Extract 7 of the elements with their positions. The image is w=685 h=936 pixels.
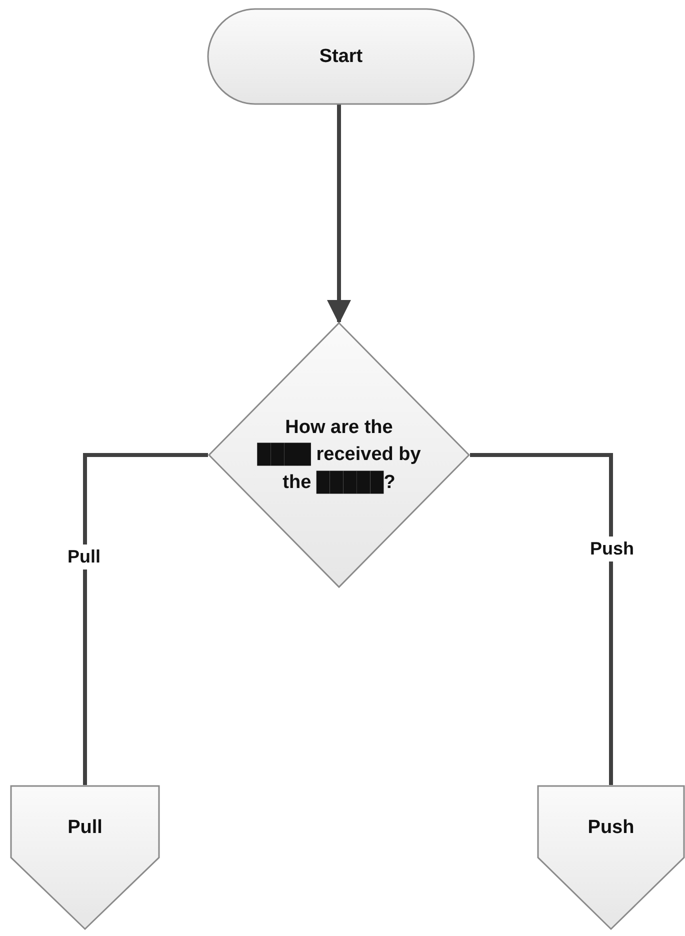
node-label: Pull [66,816,104,840]
node-label: Start [318,44,364,69]
connector-line [470,453,613,785]
connector-line [83,453,208,785]
node-label: Push [586,816,636,840]
node-label: How are the ████ received by the █████? [256,416,422,496]
arrow [327,103,351,324]
